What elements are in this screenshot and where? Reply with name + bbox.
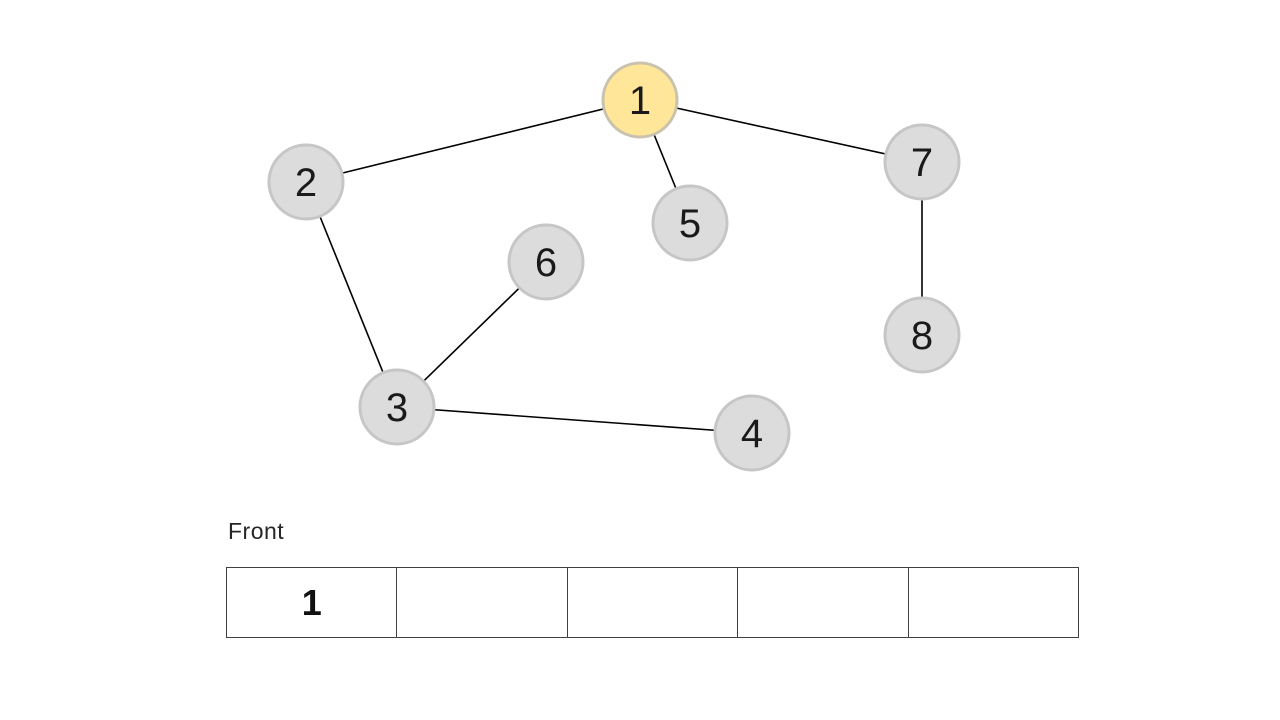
graph-edge-2-3 — [305, 181, 398, 408]
graph-node-6: 6 — [507, 223, 585, 301]
node-label-6: 6 — [535, 241, 557, 285]
node-circle-6 — [507, 223, 585, 301]
node-label-3: 3 — [386, 386, 408, 430]
graph-node-2: 2 — [267, 143, 345, 221]
queue: 1 — [226, 567, 1079, 638]
graph-node-8: 8 — [883, 296, 961, 374]
node-circle-7 — [883, 123, 961, 201]
queue-cell-1 — [397, 568, 568, 637]
node-circle-3 — [358, 368, 436, 446]
graph-node-5: 5 — [651, 184, 729, 262]
node-label-7: 7 — [911, 141, 933, 185]
node-circle-2 — [267, 143, 345, 221]
queue-cell-2 — [568, 568, 739, 637]
graph-node-7: 7 — [883, 123, 961, 201]
graph-edge-1-7 — [639, 99, 923, 163]
graph-edge-3-4 — [396, 406, 753, 434]
node-circle-1 — [601, 61, 679, 139]
graph-node-4: 4 — [713, 394, 791, 472]
queue-cell-0: 1 — [227, 568, 398, 637]
node-label-2: 2 — [295, 161, 317, 205]
node-circle-8 — [883, 296, 961, 374]
queue-cell-value: 1 — [301, 581, 322, 623]
node-circle-5 — [651, 184, 729, 262]
queue-cell-3 — [738, 568, 909, 637]
node-label-1: 1 — [629, 79, 651, 123]
graph-canvas: 1 2 3 4 5 6 7 8 — [267, 61, 961, 472]
node-circle-4 — [713, 394, 791, 472]
graph-edge-1-2 — [305, 99, 641, 183]
node-label-4: 4 — [741, 412, 763, 456]
graph-node-3: 3 — [358, 368, 436, 446]
node-label-8: 8 — [911, 314, 933, 358]
node-label-5: 5 — [679, 202, 701, 246]
graph-node-1: 1 — [601, 61, 679, 139]
queue-front-label: Front — [228, 518, 285, 544]
queue-cell-4 — [909, 568, 1078, 637]
